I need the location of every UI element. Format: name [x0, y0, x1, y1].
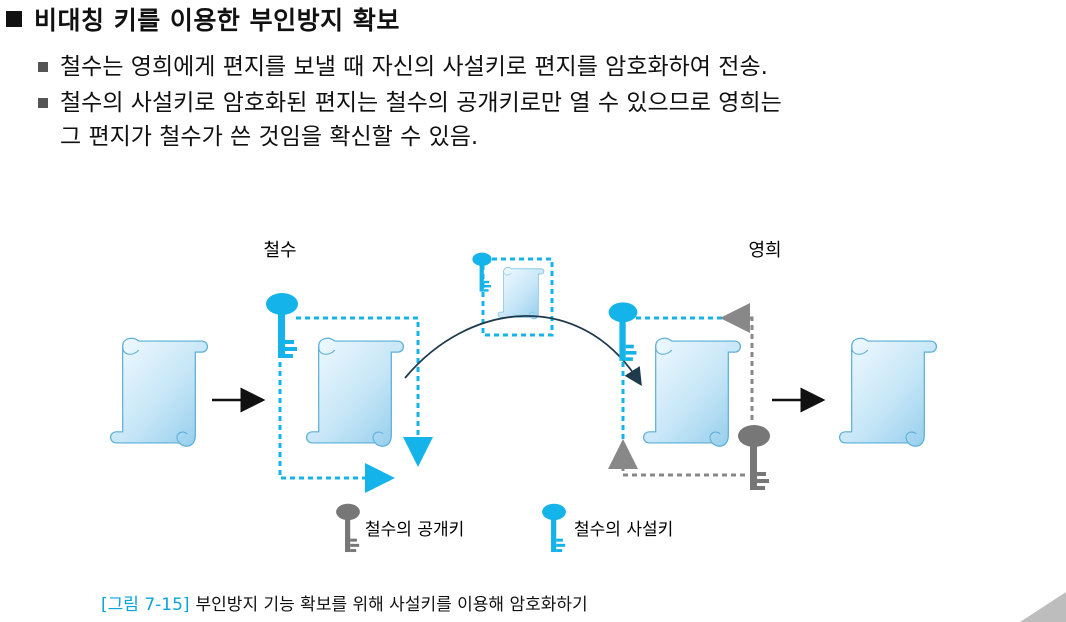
- heading-text: 비대칭 키를 이용한 부인방지 확보: [34, 6, 400, 35]
- public-key-legend-label: 철수의 공개키: [365, 520, 464, 540]
- public-key-legend-icon: [336, 503, 360, 553]
- transmitted-package-frame: [481, 257, 554, 337]
- bullet-text: 철수의 사설키로 암호화된 편지는 철수의 공개키로만 열 수 있으므로 영희는…: [60, 90, 782, 150]
- receiver-label: 영희: [748, 240, 781, 261]
- public-key-icon: [738, 425, 770, 490]
- transmission-arrow: [404, 315, 642, 387]
- plaintext-scroll: [109, 337, 209, 447]
- figure-number: [그림 7-15]: [101, 595, 190, 615]
- heading-square-bullet: [6, 11, 22, 27]
- bullet-text: 철수는 영희에게 편지를 보낼 때 자신의 사설키로 편지를 암호화하여 전송.: [60, 54, 768, 80]
- transmitted-scroll: [497, 267, 545, 320]
- decrypted-scroll: [838, 337, 938, 447]
- figure-caption: [그림 7-15]부인방지 기능 확보를 위해 사설키를 이용해 암호화하기: [101, 590, 588, 615]
- private-key-legend-label: 철수의 사설키: [574, 520, 673, 540]
- decrypt-gray-path-bottom: [608, 439, 745, 477]
- private-key-icon: [472, 252, 492, 292]
- private-key-icon: [266, 293, 298, 358]
- decrypt-gray-path-top: [720, 303, 754, 420]
- encrypt-dotted-path: [296, 316, 433, 467]
- encrypt-dotted-path-lower: [278, 362, 395, 493]
- encrypted-scroll: [305, 337, 405, 447]
- private-key-legend-icon: [542, 503, 566, 553]
- bullet-square: [38, 98, 48, 108]
- received-scroll: [642, 337, 742, 447]
- bullet-item: 철수의 사설키로 암호화된 편지는 철수의 공개키로만 열 수 있으므로 영희는…: [38, 86, 1062, 154]
- sender-label: 철수: [263, 240, 296, 261]
- bullet-item: 철수는 영희에게 편지를 보낼 때 자신의 사설키로 편지를 암호화하여 전송.: [38, 50, 1062, 84]
- bullet-square: [38, 62, 48, 72]
- figure-caption-text: 부인방지 기능 확보를 위해 사설키를 이용해 암호화하기: [195, 595, 588, 615]
- bullet-list: 철수는 영희에게 편지를 보낼 때 자신의 사설키로 편지를 암호화하여 전송.…: [38, 50, 1062, 156]
- private-key-icon: [608, 302, 638, 361]
- section-heading: 비대칭 키를 이용한 부인방지 확보: [6, 2, 400, 36]
- page-corner-shape: [1020, 592, 1066, 622]
